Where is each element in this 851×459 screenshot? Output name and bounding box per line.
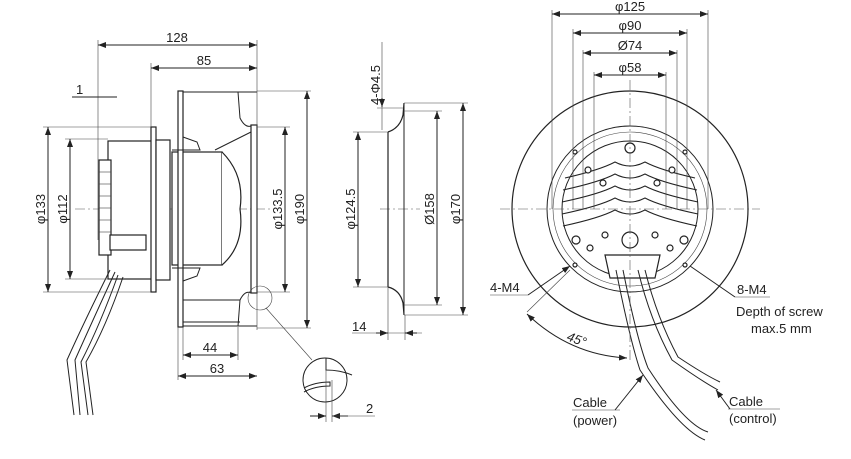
motor-flange (155, 139, 171, 281)
cables (66, 269, 124, 416)
dim-1: 1 (76, 82, 83, 97)
inlet-ring (387, 102, 405, 316)
dim-45-deg: 45° (565, 329, 589, 350)
cable-gland (604, 254, 661, 279)
callout-screw-depth: Depth of screw (736, 304, 823, 319)
dim-128: 128 (166, 30, 188, 45)
dim-d124-5: φ124.5 (343, 189, 358, 230)
dim-85: 85 (197, 53, 211, 68)
rear-cables (615, 269, 721, 441)
dim-2: 2 (366, 401, 373, 416)
dim-d125: φ125 (615, 0, 645, 14)
dim-63: 63 (210, 361, 224, 376)
dim-d133-5: φ133.5 (270, 189, 285, 230)
detail-view: 2 (302, 357, 375, 422)
callout-4-m4: 4-M4 (490, 280, 520, 295)
dim-d133: φ133 (33, 194, 48, 224)
cable-power-sublabel: (power) (573, 413, 617, 428)
cable-control-sublabel: (control) (729, 411, 777, 426)
inlet-ring-view: 4-Φ4.5 φ124.5 Ø158 φ170 14 (343, 42, 468, 340)
side-view: 128 85 1 φ133 φ112 φ133.5 φ190 44 63 (33, 30, 375, 422)
terminal-block (98, 159, 147, 256)
callout-screw-max: max.5 mm (751, 321, 812, 336)
dim-d74: Ø74 (618, 38, 643, 53)
dim-4-holes: 4-Φ4.5 (368, 65, 383, 105)
dim-44: 44 (203, 340, 217, 355)
rear-view: φ125 φ90 Ø74 φ58 4-M4 8-M4 Depth of scre… (490, 0, 823, 441)
dim-d58: φ58 (619, 60, 642, 75)
motor-housing (107, 140, 153, 280)
dim-d90: φ90 (619, 18, 642, 33)
callout-8-m4: 8-M4 (737, 282, 767, 297)
hub-cone (221, 151, 242, 266)
dim-d158: Ø158 (422, 193, 437, 225)
dim-d190: φ190 (292, 194, 307, 224)
mounting-plate (150, 126, 157, 293)
cable-control-label: Cable (729, 394, 763, 409)
dim-d170: φ170 (448, 194, 463, 224)
detail-marker (247, 285, 273, 311)
dim-d112: φ112 (55, 194, 70, 223)
impeller (172, 90, 258, 328)
dim-14: 14 (352, 319, 366, 334)
cable-power-label: Cable (573, 395, 607, 410)
